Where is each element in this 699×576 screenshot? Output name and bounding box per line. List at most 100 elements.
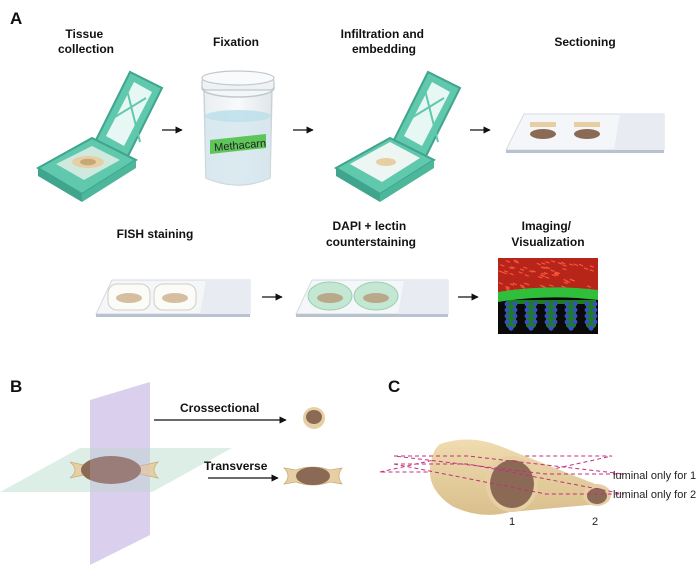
dapi-nucleus bbox=[532, 313, 538, 319]
mucus-streak bbox=[512, 282, 517, 286]
label-dapi: DAPI + lectin counterstaining bbox=[326, 219, 416, 249]
dapi-nucleus bbox=[584, 301, 590, 307]
cassette-open-2 bbox=[333, 70, 462, 202]
mucus-streak bbox=[573, 263, 579, 267]
dapi-nucleus bbox=[544, 307, 550, 313]
mucus-streak bbox=[509, 272, 514, 276]
dapi-nucleus bbox=[564, 301, 570, 307]
mucus-streak bbox=[551, 274, 557, 277]
dapi-nucleus bbox=[592, 313, 598, 319]
mucus-streak bbox=[523, 282, 529, 286]
transverse-icon bbox=[282, 466, 343, 486]
slide-sectioning bbox=[505, 113, 665, 153]
label-fish: FISH staining bbox=[117, 227, 194, 241]
mucus-streak bbox=[498, 270, 503, 273]
mucus-streak bbox=[543, 271, 549, 275]
mucus-streak bbox=[510, 266, 516, 269]
dapi-nucleus bbox=[524, 301, 530, 307]
dapi-nucleus bbox=[524, 319, 530, 325]
crossection-icon bbox=[303, 407, 325, 429]
mucus-streak bbox=[569, 278, 574, 282]
mucus-streak bbox=[505, 287, 510, 290]
dapi-nucleus bbox=[504, 319, 510, 325]
mucus-streak bbox=[531, 269, 536, 273]
mucus-streak bbox=[541, 272, 546, 276]
mucus-streak bbox=[524, 274, 530, 277]
mucus-streak bbox=[589, 265, 594, 268]
dapi-nucleus bbox=[592, 301, 598, 307]
dapi-nucleus bbox=[524, 307, 530, 313]
dapi-nucleus bbox=[504, 307, 510, 313]
dapi-nucleus bbox=[512, 313, 518, 319]
mucus-streak bbox=[498, 282, 504, 285]
dapi-nucleus bbox=[532, 319, 538, 325]
label-transverse: Transverse bbox=[204, 459, 268, 473]
dapi-nucleus bbox=[504, 313, 510, 319]
dapi-nucleus bbox=[572, 307, 578, 313]
panel-label-a: A bbox=[10, 9, 22, 28]
mucus-streak bbox=[561, 285, 566, 289]
label-luminal-1: luminal only for 1 bbox=[613, 470, 696, 482]
mucus-streak bbox=[560, 261, 566, 265]
fluorescence-image bbox=[498, 258, 598, 334]
mucus-streak bbox=[551, 260, 556, 263]
mucus-streak bbox=[539, 274, 545, 277]
mucus-streak bbox=[505, 285, 510, 289]
mucus-streak bbox=[541, 285, 547, 289]
mucus-streak bbox=[555, 271, 561, 275]
dapi-nucleus bbox=[552, 313, 558, 319]
dapi-nucleus bbox=[552, 301, 558, 307]
cassette-open-1 bbox=[35, 70, 164, 202]
mucus-streak bbox=[554, 273, 559, 277]
mucus-streak bbox=[549, 284, 554, 287]
dapi-nucleus bbox=[512, 307, 518, 313]
mucus-streak bbox=[583, 267, 589, 270]
mucus-streak bbox=[502, 271, 507, 275]
mucus-streak bbox=[513, 260, 519, 264]
dapi-nucleus bbox=[588, 325, 594, 331]
mucus-streak bbox=[541, 262, 546, 265]
mucus-streak bbox=[545, 266, 551, 270]
mucus-streak bbox=[505, 260, 511, 263]
dapi-nucleus bbox=[504, 301, 510, 307]
jar-label: Methacarn bbox=[214, 138, 267, 154]
label-sectioning: Sectioning bbox=[554, 35, 615, 49]
slide-fish bbox=[95, 279, 251, 317]
dapi-nucleus bbox=[572, 319, 578, 325]
mucus-streak bbox=[518, 271, 523, 274]
mucus-streak bbox=[500, 264, 505, 267]
mucus-streak bbox=[528, 270, 534, 273]
dapi-nucleus bbox=[532, 301, 538, 307]
methacarn-jar: Methacarn bbox=[201, 70, 275, 186]
dapi-nucleus bbox=[544, 319, 550, 325]
mucus-streak bbox=[508, 266, 514, 270]
mucus-streak bbox=[544, 276, 550, 279]
label-crossectional: Crossectional bbox=[180, 401, 259, 415]
dapi-nucleus bbox=[592, 307, 598, 313]
tube-number-1: 1 bbox=[509, 516, 515, 528]
dapi-nucleus bbox=[572, 313, 578, 319]
label-tissue-collection: Tissue collection bbox=[58, 27, 114, 56]
mucus-streak bbox=[519, 268, 525, 271]
dapi-nucleus bbox=[512, 319, 518, 325]
mucus-streak bbox=[554, 271, 559, 275]
dapi-nucleus bbox=[572, 301, 578, 307]
mucus-streak bbox=[536, 262, 541, 266]
panel-label-b: B bbox=[10, 377, 22, 396]
mucus-streak bbox=[565, 280, 571, 283]
mucus-streak bbox=[578, 263, 584, 267]
mucus-streak bbox=[538, 275, 543, 279]
dapi-nucleus bbox=[548, 325, 554, 331]
dapi-nucleus bbox=[552, 319, 558, 325]
dapi-nucleus bbox=[584, 313, 590, 319]
mucus-streak bbox=[503, 270, 509, 273]
dapi-nucleus bbox=[544, 301, 550, 307]
dapi-nucleus bbox=[552, 307, 558, 313]
panel-label-c: C bbox=[388, 377, 400, 396]
tube-diagram bbox=[379, 439, 625, 515]
dapi-nucleus bbox=[564, 307, 570, 313]
mucus-streak bbox=[523, 266, 528, 270]
dapi-nucleus bbox=[592, 319, 598, 325]
